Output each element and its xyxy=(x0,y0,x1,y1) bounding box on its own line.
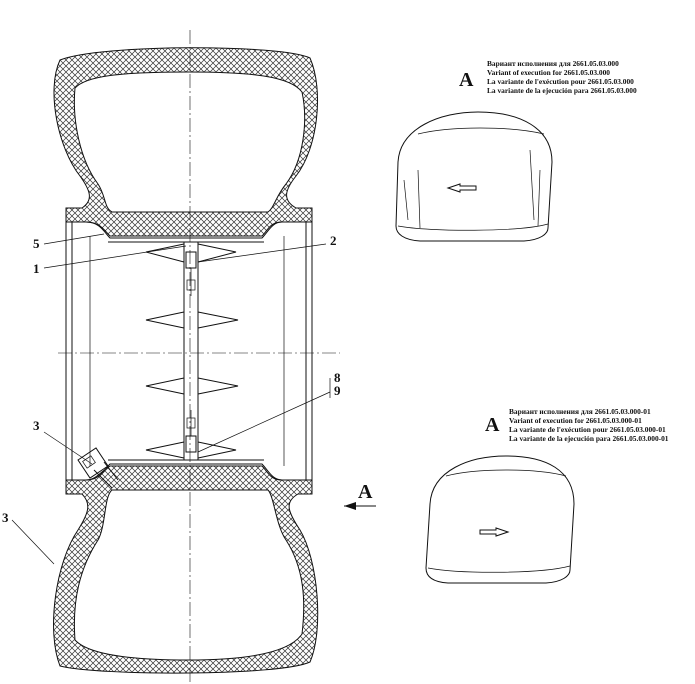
tyre-section xyxy=(53,47,319,674)
variant-a-line-3: La variante de l'exécution pour 2661.05.… xyxy=(487,77,634,86)
variant-a-letter: A xyxy=(459,69,474,91)
variant-b-line-1: Вариант исполнения для 2661.05.03.000-01 xyxy=(509,407,651,416)
valve xyxy=(77,447,119,489)
variant-a-view: A Вариант исполнения для 2661.05.03.000 … xyxy=(395,59,637,242)
variant-a-line-1: Вариант исполнения для 2661.05.03.000 xyxy=(487,59,619,68)
variant-a-cap-outline xyxy=(395,111,553,242)
callout-8: 8 xyxy=(334,370,341,385)
variant-a-line-4: La variante de la ejecución para 2661.05… xyxy=(487,86,637,95)
variant-b-letter: A xyxy=(485,414,500,436)
variant-b-cap-outline xyxy=(425,455,575,584)
callout-9: 9 xyxy=(334,383,341,398)
disc-blades xyxy=(145,243,239,459)
leader-lines xyxy=(11,233,331,565)
variant-b-view: A Вариант исполнения для 2661.05.03.000-… xyxy=(425,407,669,584)
callout-3-valve: 3 xyxy=(33,418,40,433)
view-marker-label: A xyxy=(358,481,373,503)
bolt-lower xyxy=(185,410,197,453)
variant-b-line-3: La variante de l'exécution pour 2661.05.… xyxy=(509,425,666,434)
tyre-lower-section xyxy=(53,465,319,674)
bolt-upper xyxy=(185,251,197,296)
wheel-rim xyxy=(65,221,313,489)
variant-a-line-2: Variant of execution for 2661.05.03.000 xyxy=(487,68,610,77)
variant-b-rotation-arrow xyxy=(479,527,510,537)
tyre-upper-section xyxy=(53,47,318,237)
callout-3-tyre: 3 xyxy=(2,510,9,525)
view-direction-arrow xyxy=(344,502,376,510)
variant-a-rotation-arrow xyxy=(446,183,477,193)
callout-1: 1 xyxy=(33,261,40,276)
callout-2: 2 xyxy=(330,233,337,248)
variant-b-line-4: La variante de la ejecución para 2661.05… xyxy=(509,434,669,443)
callout-5: 5 xyxy=(33,236,40,251)
variant-b-line-2: Variant of execution for 2661.05.03.000-… xyxy=(509,416,642,425)
